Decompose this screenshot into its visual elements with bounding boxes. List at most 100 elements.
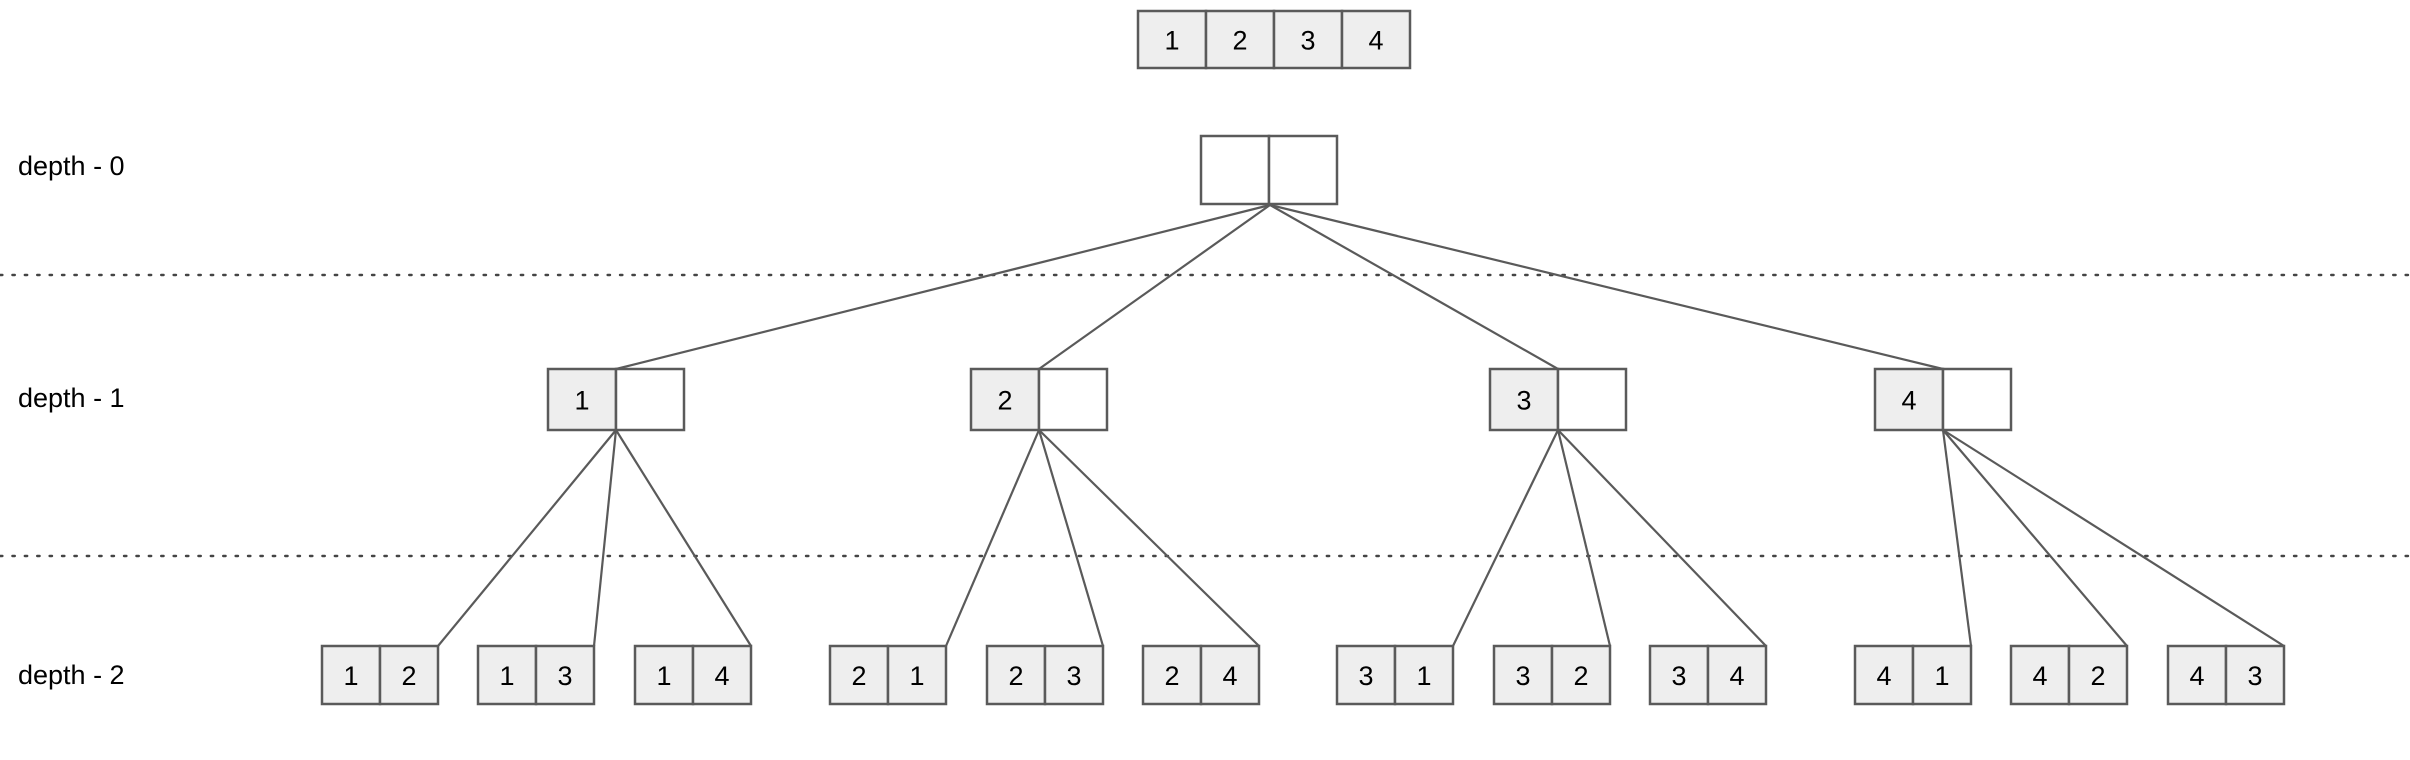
input-array-value-1: 2 <box>1232 26 1247 56</box>
leaf-2-1-value-0: 2 <box>851 661 866 691</box>
leaf-2-1-cell-1[interactable] <box>886 644 948 706</box>
leaf-4-2-value-1: 2 <box>2090 661 2105 691</box>
node-d1-3-cell-1[interactable] <box>1556 367 1628 432</box>
leaf-2-4-cell-0[interactable] <box>1141 644 1203 706</box>
leaf-4-2-cell-1[interactable] <box>2067 644 2129 706</box>
input-array-value-0: 1 <box>1164 26 1179 56</box>
node-d1-4[interactable]: 4 <box>1873 367 2013 432</box>
leaf-3-4-value-1: 4 <box>1729 661 1744 691</box>
node-d1-2[interactable]: 2 <box>969 367 1109 432</box>
depth-2-label: depth - 2 <box>18 660 125 690</box>
input-array-value-2: 3 <box>1300 26 1315 56</box>
edge-d1-3-leaf-3-4 <box>1557 429 1767 647</box>
leaf-3-1-value-1: 1 <box>1416 661 1431 691</box>
node-d1-4-value-0: 4 <box>1901 386 1916 416</box>
leaf-1-2-value-0: 1 <box>343 661 358 691</box>
leaf-4-3-cell-1[interactable] <box>2224 644 2286 706</box>
leaf-1-2-value-1: 2 <box>401 661 416 691</box>
leaf-2-4-value-1: 4 <box>1222 661 1237 691</box>
leaf-3-1-value-0: 3 <box>1358 661 1373 691</box>
leaf-4-3-value-0: 4 <box>2189 661 2204 691</box>
edge-d1-2-leaf-2-3 <box>1037 429 1105 647</box>
input-array-cell-2[interactable] <box>1272 9 1344 70</box>
edge-d0-d1-2 <box>1038 204 1271 370</box>
tree-edge-group <box>437 203 2285 647</box>
leaf-2-4-value-0: 2 <box>1164 661 1179 691</box>
leaf-3-2-cell-1[interactable] <box>1550 644 1612 706</box>
node-d0-cell-0[interactable] <box>1199 134 1271 206</box>
leaf-3-1-cell-0[interactable] <box>1335 644 1397 706</box>
leaf-3-4-cell-0[interactable] <box>1648 644 1710 706</box>
leaf-1-2-cell-1[interactable] <box>378 644 440 706</box>
node-d1-3[interactable]: 3 <box>1488 367 1628 432</box>
leaf-2-3-value-0: 2 <box>1008 661 1023 691</box>
input-array-cell-1[interactable] <box>1204 9 1276 70</box>
leaf-1-3-value-0: 1 <box>499 661 514 691</box>
leaf-3-4-cell-1[interactable] <box>1706 644 1768 706</box>
leaf-4-1-cell-0[interactable] <box>1853 644 1915 706</box>
node-d1-4-cell-1[interactable] <box>1941 367 2013 432</box>
node-d1-1-cell-1[interactable] <box>614 367 686 432</box>
leaf-4-3-value-1: 3 <box>2247 661 2262 691</box>
input-array-cell-0[interactable] <box>1136 9 1208 70</box>
edge-d0-d1-4 <box>1269 203 1944 371</box>
edge-d1-1-leaf-1-3 <box>592 429 618 647</box>
leaf-2-1-value-1: 1 <box>909 661 924 691</box>
node-d1-2-cell-1[interactable] <box>1037 367 1109 432</box>
leaf-3-1-cell-1[interactable] <box>1393 644 1455 706</box>
depth-1-label: depth - 1 <box>18 383 125 413</box>
node-d1-4-cell-0[interactable] <box>1873 367 1945 432</box>
leaf-4-3-cell-0[interactable] <box>2166 644 2228 706</box>
leaf-3-4-value-0: 3 <box>1671 661 1686 691</box>
node-d0[interactable] <box>1199 134 1339 206</box>
leaf-1-4-value-1: 4 <box>714 661 729 691</box>
depth-label-group: depth - 0 depth - 1 depth - 2 <box>18 151 125 690</box>
node-d1-1[interactable]: 1 <box>546 367 686 432</box>
edge-d0-d1-3 <box>1269 204 1559 370</box>
edge-d1-1-leaf-1-4 <box>615 429 752 647</box>
node-d1-1-cell-0[interactable] <box>546 367 618 432</box>
leaf-4-1-value-0: 4 <box>1876 661 1891 691</box>
leaf-2-1-cell-0[interactable] <box>828 644 890 706</box>
leaf-3-2-value-1: 2 <box>1573 661 1588 691</box>
leaf-2-3-cell-0[interactable] <box>985 644 1047 706</box>
edge-d1-4-leaf-4-1 <box>1941 429 1973 647</box>
node-d1-2-cell-0[interactable] <box>969 367 1041 432</box>
node-d1-3-value-0: 3 <box>1516 386 1531 416</box>
node-d1-2-value-0: 2 <box>997 386 1012 416</box>
leaf-1-4-value-0: 1 <box>656 661 671 691</box>
edge-d1-4-leaf-4-3 <box>1942 429 2285 647</box>
leaf-1-2-cell-0[interactable] <box>320 644 382 706</box>
leaf-4-1-value-1: 1 <box>1934 661 1949 691</box>
edge-d1-1-leaf-1-2 <box>437 429 617 647</box>
input-array-cell-3[interactable] <box>1340 9 1412 70</box>
edge-d1-2-leaf-2-1 <box>944 429 1041 647</box>
leaf-1-4-cell-1[interactable] <box>691 644 753 706</box>
depth-0-label: depth - 0 <box>18 151 125 181</box>
node-d0-cell-1[interactable] <box>1267 134 1339 206</box>
leaf-1-3-cell-1[interactable] <box>534 644 596 706</box>
leaf-2-4-cell-1[interactable] <box>1199 644 1261 706</box>
leaf-3-2-cell-0[interactable] <box>1492 644 1554 706</box>
leaf-2-3-value-1: 3 <box>1066 661 1081 691</box>
node-d1-1-value-0: 1 <box>574 386 589 416</box>
edge-d0-d1-1 <box>615 203 1271 371</box>
edge-d1-4-leaf-4-2 <box>1942 429 2128 647</box>
leaf-1-3-value-1: 3 <box>557 661 572 691</box>
leaf-2-3-cell-1[interactable] <box>1043 644 1105 706</box>
leaf-1-4-cell-0[interactable] <box>633 644 695 706</box>
leaf-4-1-cell-1[interactable] <box>1911 644 1973 706</box>
